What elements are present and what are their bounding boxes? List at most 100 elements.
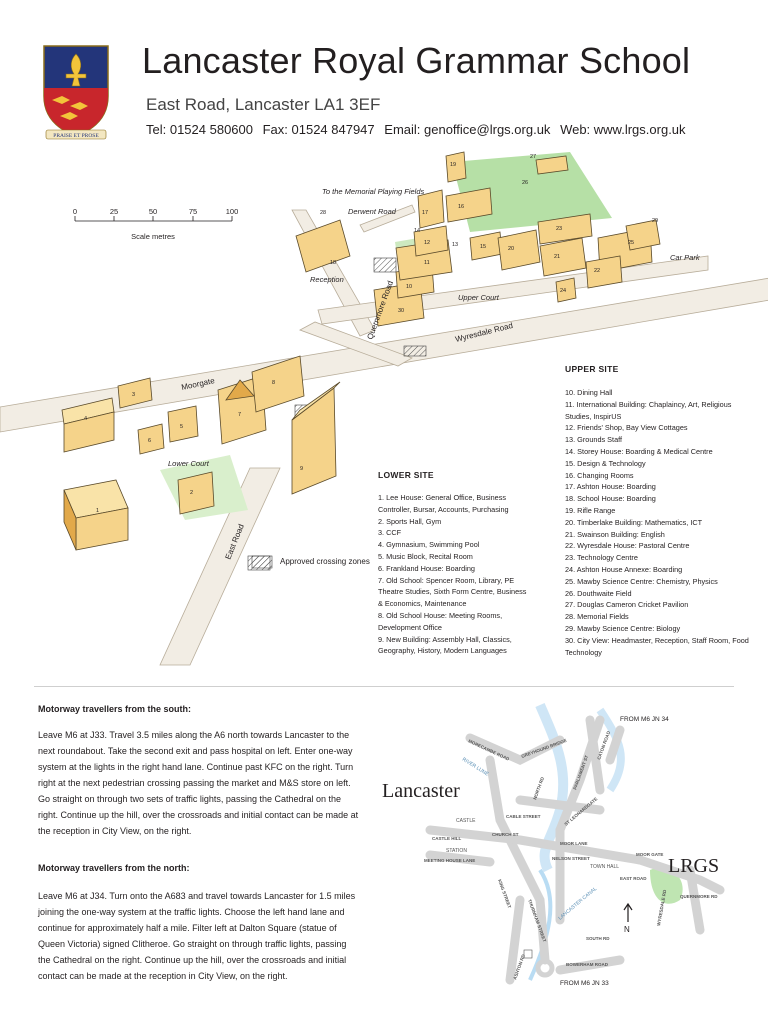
legend-item: 27. Douglas Cameron Cricket Pavilion (565, 600, 689, 610)
town-label-lrgs: LRGS (668, 855, 719, 877)
scale-label: Scale metres (131, 232, 175, 241)
svg-text:15: 15 (480, 244, 486, 250)
scale-tick-50: 50 (149, 207, 157, 216)
school-address: East Road, Lancaster LA1 3EF (146, 95, 381, 114)
legend-item: 21. Swainson Building: English (565, 529, 665, 539)
building-20 (497, 229, 541, 271)
legend-item: 24. Ashton House Annexe: Boarding (565, 564, 683, 574)
svg-text:13: 13 (452, 242, 458, 248)
svg-text:8: 8 (272, 380, 275, 386)
directions-south-heading: Motorway travellers from the south: (38, 704, 192, 714)
legend-item: 17. Ashton House: Boarding (565, 482, 656, 492)
legend-item: 26. Douthwaite Field (565, 588, 632, 598)
label-memorial-fields: To the Memorial Playing Fields (322, 187, 425, 196)
label-lower-court: Lower Court (168, 459, 210, 468)
svg-text:4: 4 (84, 416, 87, 422)
scale-bar (74, 216, 233, 222)
label-car-park: Car Park (670, 253, 701, 262)
lower-site-list: 1. Lee House: General Office, Business C… (378, 492, 528, 657)
building-22 (585, 255, 623, 289)
road-meeting-house-lane: MEETING HOUSE LANE (424, 858, 475, 863)
building-29 (625, 219, 661, 251)
svg-text:26: 26 (522, 180, 528, 186)
scale-tick-0: 0 (73, 207, 77, 216)
building-23 (537, 213, 593, 245)
road-castle-hill: CASTLE HILL (432, 836, 461, 841)
svg-text:6: 6 (148, 438, 151, 444)
road-east-road: EAST ROAD (620, 876, 647, 881)
directions-north-heading: Motorway travellers from the north: (38, 863, 190, 873)
from-m6-jn33: FROM M6 JN 33 (560, 980, 609, 987)
svg-text:23: 23 (556, 226, 562, 232)
crest-motto: PRAISE ET PROSE (53, 133, 99, 139)
legend-item: 11. International Building: Chaplaincy, … (565, 399, 732, 421)
legend-item: 23. Technology Centre (565, 553, 638, 563)
label-reception: Reception (310, 275, 344, 284)
road-south-rd: SOUTH RD (586, 936, 610, 941)
website[interactable]: Web: www.lrgs.org.uk (560, 122, 686, 137)
page-title: Lancaster Royal Grammar School (142, 40, 691, 81)
label-derwent-road: Derwent Road (348, 207, 397, 216)
svg-text:28: 28 (320, 210, 326, 216)
road-moor-lane: MOOR LANE (560, 841, 588, 846)
road-north-rd: NORTH RD (532, 776, 545, 801)
building-4 (61, 397, 115, 453)
contact-line: Tel: 01524 580600 Fax: 01524 847947 Emai… (146, 122, 692, 137)
svg-text:24: 24 (560, 288, 566, 294)
svg-text:22: 22 (594, 268, 600, 274)
road-nelson-street: NELSON STREET (552, 856, 590, 861)
legend-item: 1. Lee House: General Office, Business C… (378, 493, 509, 514)
legend-item: 14. Storey House: Boarding & Medical Cen… (565, 446, 713, 456)
building-21 (539, 237, 587, 277)
svg-text:9: 9 (300, 466, 303, 472)
svg-text:16: 16 (458, 204, 464, 210)
legend-item: 2. Sports Hall, Gym (378, 516, 442, 526)
legend-item: 20. Timberlake Building: Mathematics, IC… (565, 517, 703, 527)
legend-item: 3. CCF (378, 528, 402, 538)
svg-text:11: 11 (424, 260, 430, 266)
building-27 (535, 155, 569, 175)
legend-item: 13. Grounds Staff (565, 435, 623, 445)
building-6 (137, 423, 165, 455)
svg-text:21: 21 (554, 254, 560, 260)
scale-tick-25: 25 (110, 207, 118, 216)
road-church-st: CHURCH ST (492, 832, 519, 837)
svg-text:2: 2 (190, 490, 193, 496)
email[interactable]: Email: genoffice@lrgs.org.uk (384, 122, 551, 137)
building-1 (63, 479, 129, 551)
legend-item: 25. Mawby Science Centre: Chemistry, Phy… (565, 576, 718, 586)
directions-south-text: Leave M6 at J33. Travel 3.5 miles along … (38, 730, 359, 836)
building-3 (117, 377, 153, 409)
svg-text:29: 29 (652, 218, 658, 224)
town-hall-label: TOWN HALL (590, 864, 619, 870)
upper-site-list: 10. Dining Hall 11. International Buildin… (565, 387, 755, 658)
telephone: Tel: 01524 580600 (146, 122, 253, 137)
svg-text:20: 20 (508, 246, 514, 252)
north-label: N (624, 925, 630, 934)
legend-item: 22. Wyresdale House: Pastoral Centre (565, 541, 690, 551)
lower-site-heading: LOWER SITE (378, 470, 434, 480)
road-moor-gate: MOOR GATE (636, 852, 663, 857)
legend-item: 10. Dining Hall (565, 388, 613, 397)
svg-text:27: 27 (530, 154, 536, 160)
directions-north-text: Leave M6 at J34. Turn onto the A683 and … (38, 891, 356, 981)
building-16 (445, 187, 493, 223)
building-5 (167, 405, 199, 443)
crossing-legend: Approved crossing zones (280, 557, 370, 566)
svg-text:19: 19 (450, 162, 456, 168)
legend-item: 29. Mawby Science Centre: Biology (565, 623, 681, 633)
fax: Fax: 01524 847947 (262, 122, 375, 137)
svg-text:7: 7 (238, 412, 241, 418)
svg-text:12: 12 (424, 240, 430, 246)
svg-text:25: 25 (628, 240, 634, 246)
station-label: STATION (446, 848, 467, 854)
legend-item: 16. Changing Rooms (565, 470, 634, 480)
section-divider (34, 686, 734, 687)
building-18 (295, 219, 351, 273)
svg-text:18: 18 (330, 260, 336, 266)
svg-text:3: 3 (132, 392, 135, 398)
town-location-map: Lancaster LRGS FROM M6 JN 34 FROM M6 JN … (378, 700, 750, 1010)
building-17 (417, 189, 445, 229)
building-2 (177, 471, 215, 515)
building-8 (251, 355, 305, 413)
